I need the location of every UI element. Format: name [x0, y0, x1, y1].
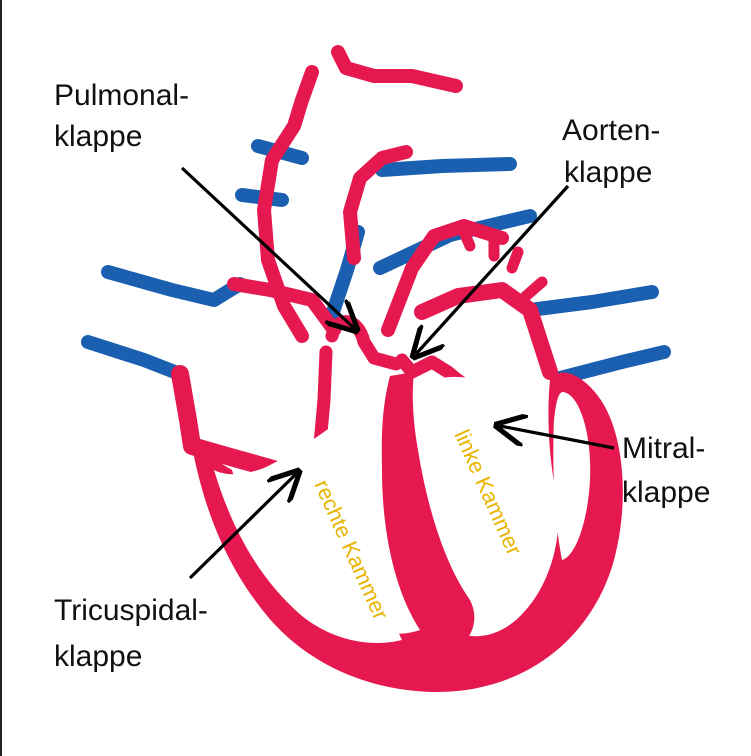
label-arrows [180, 166, 615, 580]
arch-branch-4 [520, 276, 548, 302]
arrow-tricuspidalklappe [188, 474, 296, 580]
artery-hook [343, 145, 413, 265]
label-aorten-line2: klappe [564, 156, 652, 189]
label-mitral-line1: Mitral- [622, 432, 705, 465]
artery-top-curve [331, 45, 463, 93]
label-tricuspidal-line2: klappe [54, 640, 142, 673]
label-mitral-line2: klappe [622, 476, 710, 509]
arrow-mitralklappe [500, 426, 615, 450]
vein-right-2 [553, 345, 671, 385]
vein-left-pulmonary [101, 265, 247, 307]
label-pulmonal-line2: klappe [54, 120, 142, 153]
left-ventricle-wall-top [414, 282, 558, 380]
arch-branch-1 [458, 226, 476, 252]
arrow-pulmonalklappe [180, 166, 354, 328]
label-tricuspidal-line1: Tricuspidal- [54, 594, 208, 627]
label-aorten-line1: Aorten- [562, 114, 660, 147]
vein-upper-right [375, 157, 517, 177]
right-outer-ring [553, 392, 591, 560]
label-pulmonal-line1: Pulmonal- [54, 79, 189, 112]
interventricular-septum [381, 372, 475, 650]
aortic-arch [381, 219, 509, 337]
septum-left-line [313, 345, 333, 451]
vein-lower-left [81, 335, 187, 381]
arch-branch-3 [506, 246, 524, 274]
artery-left-branch [227, 277, 341, 337]
arrow-aortenklappe [416, 184, 570, 354]
vein-right-1 [523, 285, 659, 317]
right-ventricle-cavity [214, 392, 402, 643]
